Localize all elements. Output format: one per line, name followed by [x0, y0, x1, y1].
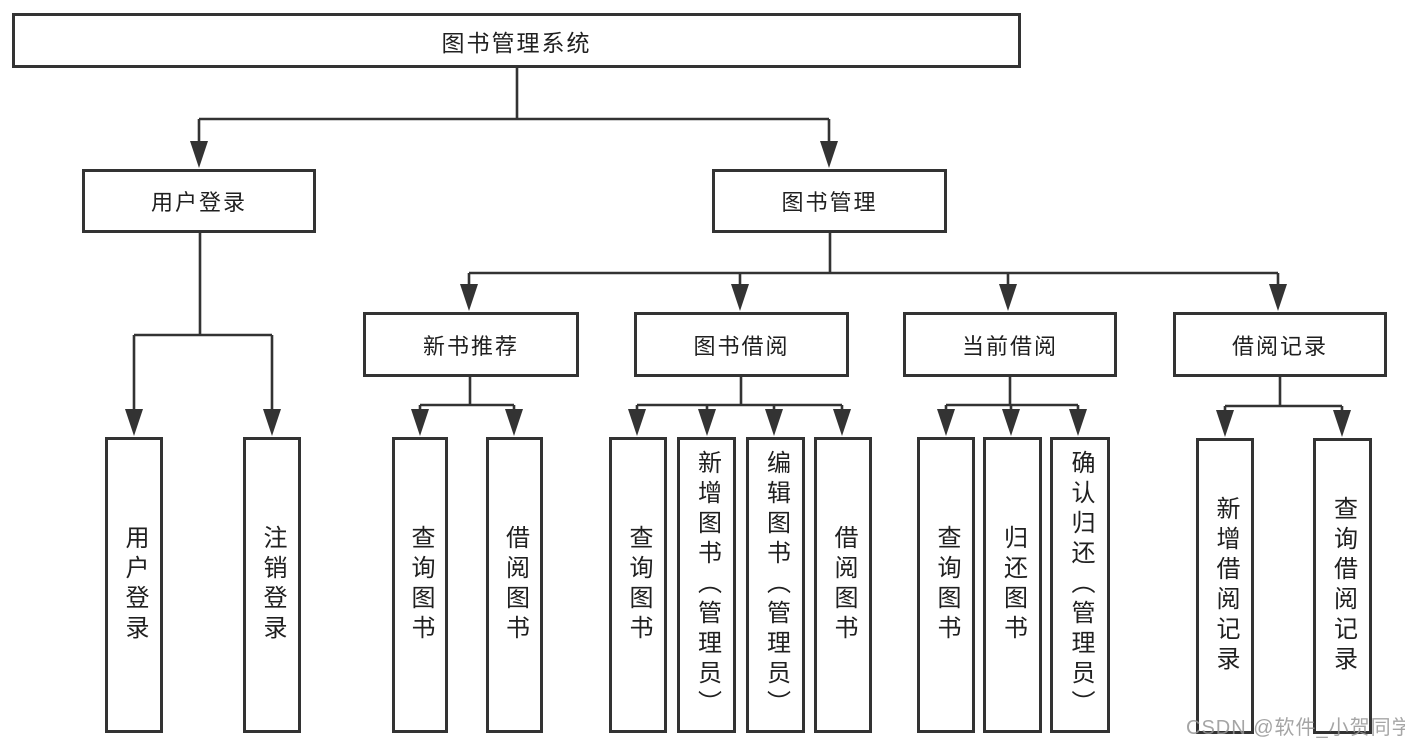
leaf-nbr-borrow-book-label: 借阅图书 — [501, 525, 529, 645]
node-root: 图书管理系统 — [12, 13, 1021, 68]
leaf-br-query-record: 查询借阅记录 — [1313, 438, 1372, 734]
node-current-borrow-label: 当前借阅 — [961, 333, 1058, 359]
leaf-cb-confirm-return-label: 确认归还（管理员） — [1067, 450, 1094, 720]
leaf-cb-confirm-return: 确认归还（管理员） — [1050, 437, 1110, 733]
leaf-login-user-label: 用户登录 — [121, 525, 148, 645]
leaf-nbr-query-book: 查询图书 — [392, 437, 448, 733]
leaf-bb-query-book-label: 查询图书 — [625, 525, 652, 645]
leaf-nbr-query-book-label: 查询图书 — [407, 525, 434, 645]
leaf-br-query-record-label: 查询借阅记录 — [1329, 496, 1357, 676]
leaf-bb-borrow-book-label: 借阅图书 — [830, 525, 857, 645]
leaf-br-add-record-label: 新增借阅记录 — [1212, 496, 1239, 676]
node-book-management-label: 图书管理 — [781, 190, 878, 215]
leaf-cb-query-book-label: 查询图书 — [933, 525, 960, 645]
node-new-book-recommend-label: 新书推荐 — [422, 333, 519, 359]
leaf-cb-return-book-label: 归还图书 — [999, 525, 1027, 645]
leaf-bb-edit-book-label: 编辑图书（管理员） — [762, 450, 790, 720]
leaf-cb-query-book: 查询图书 — [917, 437, 975, 733]
node-book-borrow-label: 图书借阅 — [693, 333, 790, 359]
leaf-logout-label: 注销登录 — [259, 525, 286, 645]
leaf-br-add-record: 新增借阅记录 — [1196, 438, 1254, 734]
leaf-logout: 注销登录 — [243, 437, 301, 733]
leaf-bb-add-book: 新增图书（管理员） — [677, 437, 736, 733]
node-borrow-record-label: 借阅记录 — [1231, 333, 1328, 359]
leaf-nbr-borrow-book: 借阅图书 — [486, 437, 543, 733]
leaf-cb-return-book: 归还图书 — [983, 437, 1042, 733]
leaf-bb-edit-book: 编辑图书（管理员） — [746, 437, 805, 733]
node-book-management: 图书管理 — [712, 169, 947, 233]
leaf-bb-borrow-book: 借阅图书 — [814, 437, 872, 733]
node-book-borrow: 图书借阅 — [634, 312, 849, 377]
leaf-bb-add-book-label: 新增图书（管理员） — [693, 450, 721, 720]
arrowhead-icons — [125, 141, 1351, 437]
node-user-login-label: 用户登录 — [150, 190, 247, 215]
leaf-bb-query-book: 查询图书 — [609, 437, 667, 733]
node-new-book-recommend: 新书推荐 — [363, 312, 579, 377]
node-borrow-record: 借阅记录 — [1173, 312, 1387, 377]
leaf-login-user: 用户登录 — [105, 437, 163, 733]
node-user-login: 用户登录 — [82, 169, 316, 233]
csdn-watermark: CSDN @软件_小贺同学 — [1186, 717, 1405, 739]
node-root-label: 图书管理系统 — [441, 29, 592, 56]
node-current-borrow: 当前借阅 — [903, 312, 1117, 377]
